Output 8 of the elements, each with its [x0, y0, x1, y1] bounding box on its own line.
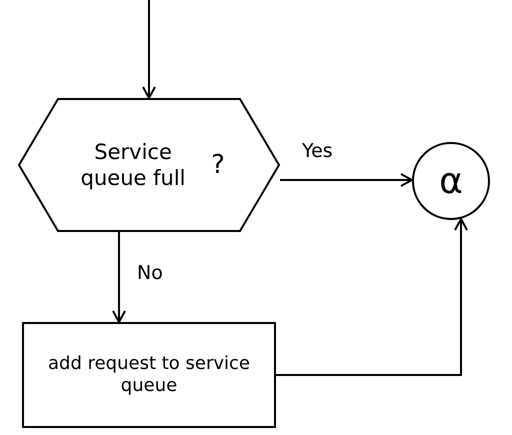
process-box: add request to service queue [22, 322, 276, 428]
decision-text: Service queue full [80, 138, 187, 192]
question-mark: ? [211, 148, 225, 182]
connector-circle: α [412, 142, 490, 220]
arrow [142, 0, 156, 99]
arrow [280, 173, 413, 187]
arrow [112, 232, 126, 323]
arrow [276, 218, 468, 376]
